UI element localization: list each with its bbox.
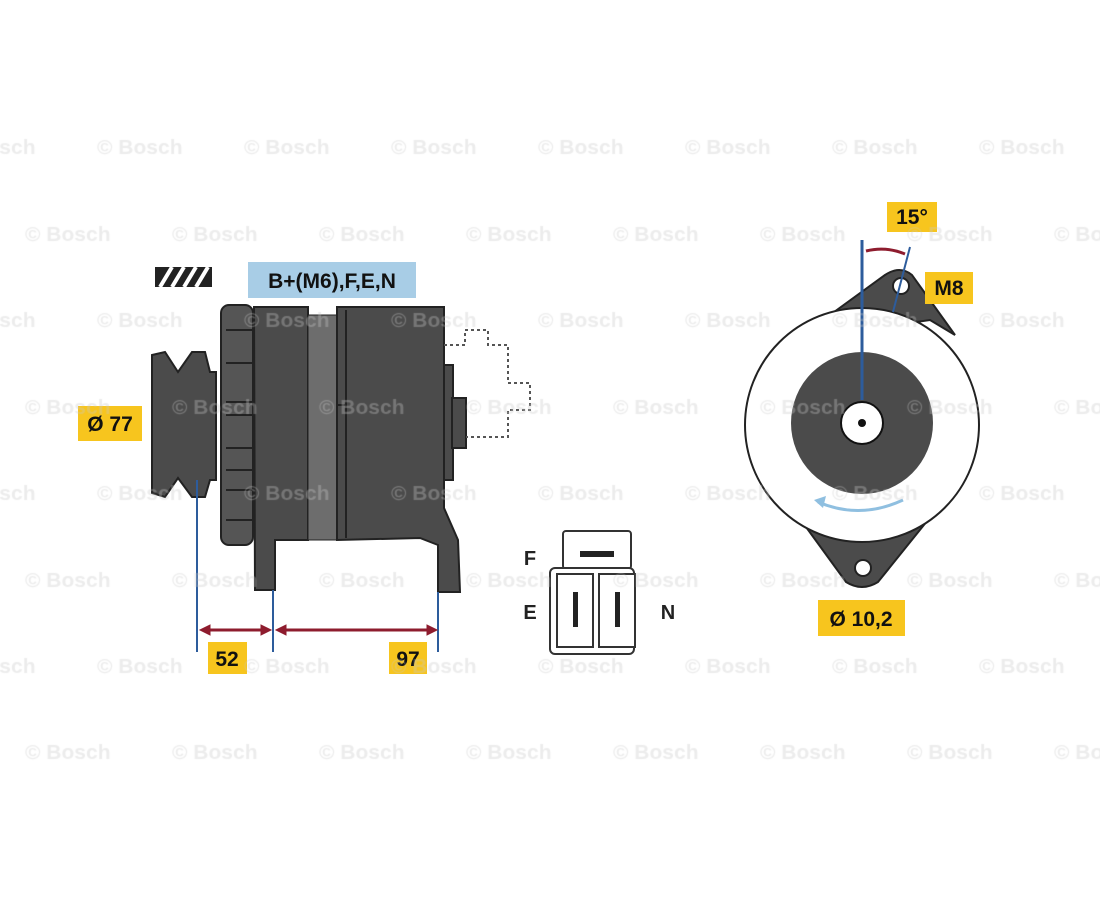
angle-dimension <box>865 247 906 256</box>
pin-n-label: N <box>661 602 675 624</box>
angle-label: 15° <box>896 206 928 229</box>
front-view <box>744 202 980 636</box>
rear-body <box>336 306 462 593</box>
pulley <box>151 350 217 499</box>
dimension-lines <box>198 624 439 636</box>
thread-label: M8 <box>934 277 963 300</box>
front-housing <box>220 304 254 546</box>
terminals-label: B+(M6),F,E,N <box>268 270 396 293</box>
hatch-icon <box>155 265 212 289</box>
bottom-hole <box>854 559 872 577</box>
rear-boss <box>451 397 467 449</box>
dim-rear-label: 97 <box>396 648 419 671</box>
pulley-diameter-label: Ø 77 <box>87 413 133 436</box>
stator-band <box>307 314 339 541</box>
pin-f-label: F <box>524 548 536 570</box>
front-body <box>252 306 309 591</box>
side-view: B+(M6),F,E,N Ø 77 52 <box>78 262 531 674</box>
connector-plug <box>549 530 636 655</box>
pin-e-label: E <box>523 602 536 624</box>
dim-front-label: 52 <box>215 648 238 671</box>
hole-diameter-label: Ø 10,2 <box>829 608 892 631</box>
